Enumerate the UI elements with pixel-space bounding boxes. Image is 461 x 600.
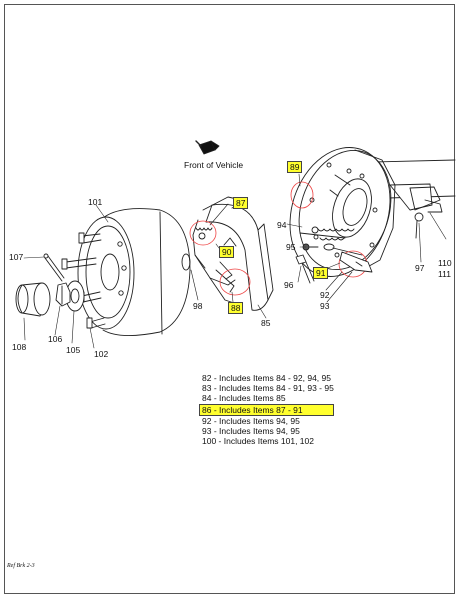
front-of-vehicle-label: Front of Vehicle — [184, 160, 244, 170]
backing-plate — [289, 147, 396, 277]
callout-circles-left — [189, 220, 251, 296]
note-93: 93 - Includes Items 94, 95 — [202, 426, 300, 437]
callout-94: 94 — [277, 220, 287, 230]
dust-cap — [15, 282, 51, 317]
callout-92: 92 — [320, 290, 330, 300]
note-100: 100 - Includes Items 101, 102 — [202, 436, 314, 447]
callout-110: 110 — [438, 258, 452, 268]
callout-107: 107 — [9, 252, 24, 262]
callout-97: 97 — [415, 263, 425, 273]
bolt — [295, 254, 315, 284]
callout-102: 102 — [94, 349, 109, 359]
callout-95: 95 — [286, 242, 296, 252]
callout-98: 98 — [193, 301, 203, 311]
note-92: 92 - Includes Items 94, 95 — [202, 415, 300, 426]
note-86-highlighted: 86 - Includes Items 87 - 91 — [199, 403, 334, 416]
kit-notes: 82 - Includes Items 84 - 92, 94, 95 83 -… — [199, 373, 334, 447]
callout-105: 105 — [66, 345, 81, 355]
callout-111: 111 — [438, 269, 451, 279]
note-83: 83 - Includes Items 84 - 91, 93 - 95 — [202, 383, 334, 394]
adjuster-spring-assembly — [299, 226, 363, 256]
note-84: 84 - Includes Items 85 — [202, 393, 286, 404]
note-82: 82 - Includes Items 84 - 92, 94, 95 — [202, 373, 331, 383]
callout-88: 88 — [228, 302, 244, 314]
callout-87: 87 — [233, 197, 249, 209]
callout-93: 93 — [320, 301, 330, 311]
callout-90: 90 — [219, 246, 235, 258]
callout-101: 101 — [88, 197, 103, 207]
callout-85: 85 — [261, 318, 271, 328]
reference-code: Ref Brk 2-3 — [7, 563, 35, 569]
brake-drum — [77, 208, 191, 336]
page-frame — [4, 4, 455, 594]
callout-96: 96 — [284, 280, 294, 290]
callout-108: 108 — [12, 342, 27, 352]
adjuster-lever — [339, 251, 373, 273]
front-arrow-icon — [195, 140, 220, 155]
callout-106: 106 — [48, 334, 63, 344]
axle-tube — [371, 159, 456, 239]
shoe-return-spring — [195, 227, 237, 280]
callout-89: 89 — [287, 161, 303, 173]
callout-91: 91 — [313, 267, 329, 279]
spindle-nut-washer — [55, 280, 85, 312]
cotter-pin — [43, 253, 65, 282]
